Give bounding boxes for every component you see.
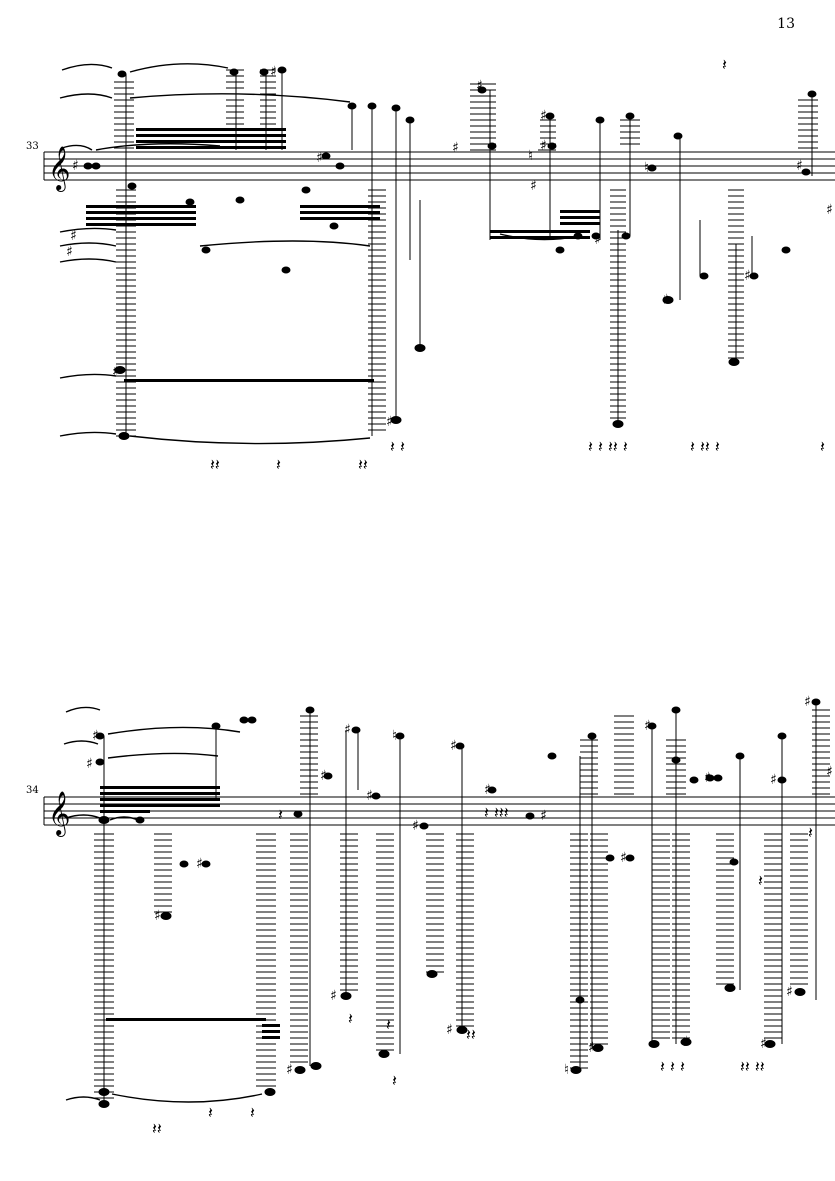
svg-text:𝄽: 𝄽	[820, 437, 825, 456]
slurs-system-1	[59, 63, 581, 445]
svg-text:♯: ♯	[196, 856, 203, 872]
measure-number-33: 33	[26, 141, 39, 152]
svg-text:♯: ♯	[92, 728, 99, 744]
svg-text:𝄽: 𝄽	[808, 823, 813, 842]
svg-text:♯: ♯	[70, 228, 77, 244]
svg-text:♯: ♯	[344, 722, 351, 738]
svg-text:♯: ♯	[72, 158, 79, 174]
svg-text:♯: ♯	[366, 788, 373, 804]
rests-system-1: 𝄽𝄽 𝄽 𝄽𝄽 𝄽 𝄽 𝄽 𝄽 𝄽𝄽 𝄽 𝄽 𝄽𝄽 𝄽 𝄽 𝄽	[210, 55, 825, 474]
beams-system-1	[86, 128, 600, 382]
svg-text:♯: ♯	[154, 908, 161, 924]
svg-text:𝄞: 𝄞	[48, 791, 70, 837]
slurs-system-2	[63, 706, 263, 1103]
svg-text:♯: ♯	[450, 738, 457, 754]
svg-text:♯: ♯	[412, 818, 419, 834]
svg-text:♯: ♯	[446, 1022, 453, 1038]
svg-text:♯: ♯	[66, 244, 73, 260]
svg-text:♯: ♯	[804, 694, 811, 710]
svg-text:𝄽𝄽: 𝄽𝄽	[466, 1025, 476, 1044]
svg-text:♯: ♯	[594, 232, 601, 248]
svg-text:♯: ♯	[662, 292, 669, 308]
rests-system-2: 𝄽𝄽 𝄽 𝄽 𝄽 𝄽 𝄽 𝄽 𝄽𝄽 𝄽 𝄽𝄽𝄽 𝄽 𝄽 𝄽 𝄽𝄽 𝄽𝄽 𝄽 𝄽	[152, 803, 813, 1138]
svg-text:♯: ♯	[704, 770, 711, 786]
svg-text:♯: ♯	[112, 364, 119, 380]
svg-text:♯: ♯	[86, 756, 93, 772]
svg-text:𝄽 𝄽 𝄽: 𝄽 𝄽 𝄽	[660, 1057, 685, 1076]
svg-text:♯: ♯	[540, 138, 547, 154]
svg-text:𝄽𝄽: 𝄽𝄽	[358, 455, 368, 474]
svg-text:𝄽: 𝄽	[392, 1071, 397, 1090]
svg-text:𝄽 𝄽 𝄽𝄽 𝄽: 𝄽 𝄽 𝄽𝄽 𝄽	[588, 437, 628, 456]
treble-clef-icon-2: 𝄞	[48, 791, 70, 837]
svg-text:♯: ♯	[320, 768, 327, 784]
svg-text:♯: ♯	[386, 414, 393, 430]
svg-text:𝄽: 𝄽	[278, 805, 283, 824]
svg-text:𝄽: 𝄽	[276, 455, 281, 474]
notes-system-2	[95, 698, 821, 1108]
svg-text:♯: ♯	[796, 158, 803, 174]
svg-text:♯: ♯	[286, 1062, 293, 1078]
accidentals-system-2: ♯ ♯ ♯ ♯ ♯ ♯ ♯ ♯ ♯ ♮ ♯ ♯ ♯ ♯ ♯ ♮ ♯ ♯ ♯ ♯ …	[86, 694, 833, 1078]
svg-text:♯: ♯	[770, 772, 777, 788]
svg-text:𝄽 𝄽𝄽 𝄽: 𝄽 𝄽𝄽 𝄽	[690, 437, 720, 456]
svg-text:𝄽: 𝄽	[348, 1009, 353, 1028]
svg-text:♯: ♯	[316, 150, 323, 166]
svg-text:𝄽: 𝄽	[250, 1103, 255, 1122]
svg-text:♮: ♮	[392, 728, 397, 744]
svg-text:♯: ♯	[588, 1040, 595, 1056]
staff-system-1	[43, 151, 835, 181]
notes-system-1	[83, 66, 817, 440]
svg-text:𝄞: 𝄞	[48, 146, 70, 192]
svg-text:♯: ♯	[744, 268, 751, 284]
treble-clef-icon: 𝄞	[48, 146, 70, 192]
svg-text:♯: ♯	[540, 108, 547, 124]
svg-text:𝄽: 𝄽	[208, 1103, 213, 1122]
svg-text:𝄽𝄽: 𝄽𝄽	[210, 455, 220, 474]
svg-text:♯: ♯	[826, 764, 833, 780]
measure-number-34: 34	[26, 785, 39, 796]
svg-text:♯: ♯	[476, 78, 483, 94]
svg-text:𝄽 𝄽𝄽𝄽: 𝄽 𝄽𝄽𝄽	[484, 803, 509, 822]
svg-text:♯: ♯	[682, 1034, 689, 1050]
svg-text:♯: ♯	[452, 140, 459, 156]
svg-text:♯: ♯	[644, 718, 651, 734]
svg-text:𝄽: 𝄽	[386, 1015, 391, 1034]
svg-text:♯: ♯	[270, 64, 277, 80]
svg-text:♯: ♯	[620, 850, 627, 866]
svg-text:𝄽: 𝄽	[722, 55, 727, 74]
svg-text:♮: ♮	[564, 1062, 569, 1078]
svg-text:𝄽 𝄽: 𝄽 𝄽	[390, 437, 405, 456]
svg-text:𝄽𝄽 𝄽𝄽: 𝄽𝄽 𝄽𝄽	[740, 1057, 765, 1076]
svg-text:♮: ♮	[644, 160, 649, 176]
svg-text:𝄽: 𝄽	[758, 871, 763, 890]
svg-text:𝄽𝄽: 𝄽𝄽	[152, 1119, 162, 1138]
svg-text:♯: ♯	[530, 178, 537, 194]
page-number: 13	[777, 16, 795, 32]
svg-text:♯: ♯	[760, 1036, 767, 1052]
accidentals-system-1: ♯ ♯ ♯ ♯ ♯ ♯ ♯ ♯ ♯ ♯ ♯ ♯ ♮ ♯ ♮ ♯ ♯ ♯ ♯	[66, 64, 833, 430]
svg-text:♯: ♯	[330, 988, 337, 1004]
svg-text:♯: ♯	[826, 202, 833, 218]
svg-text:♯: ♯	[540, 808, 547, 824]
svg-text:♯: ♯	[786, 984, 793, 1000]
svg-text:♮: ♮	[528, 148, 533, 164]
staff-system-2	[43, 796, 835, 826]
svg-text:♯: ♯	[484, 782, 491, 798]
beams-system-2	[100, 786, 280, 1039]
